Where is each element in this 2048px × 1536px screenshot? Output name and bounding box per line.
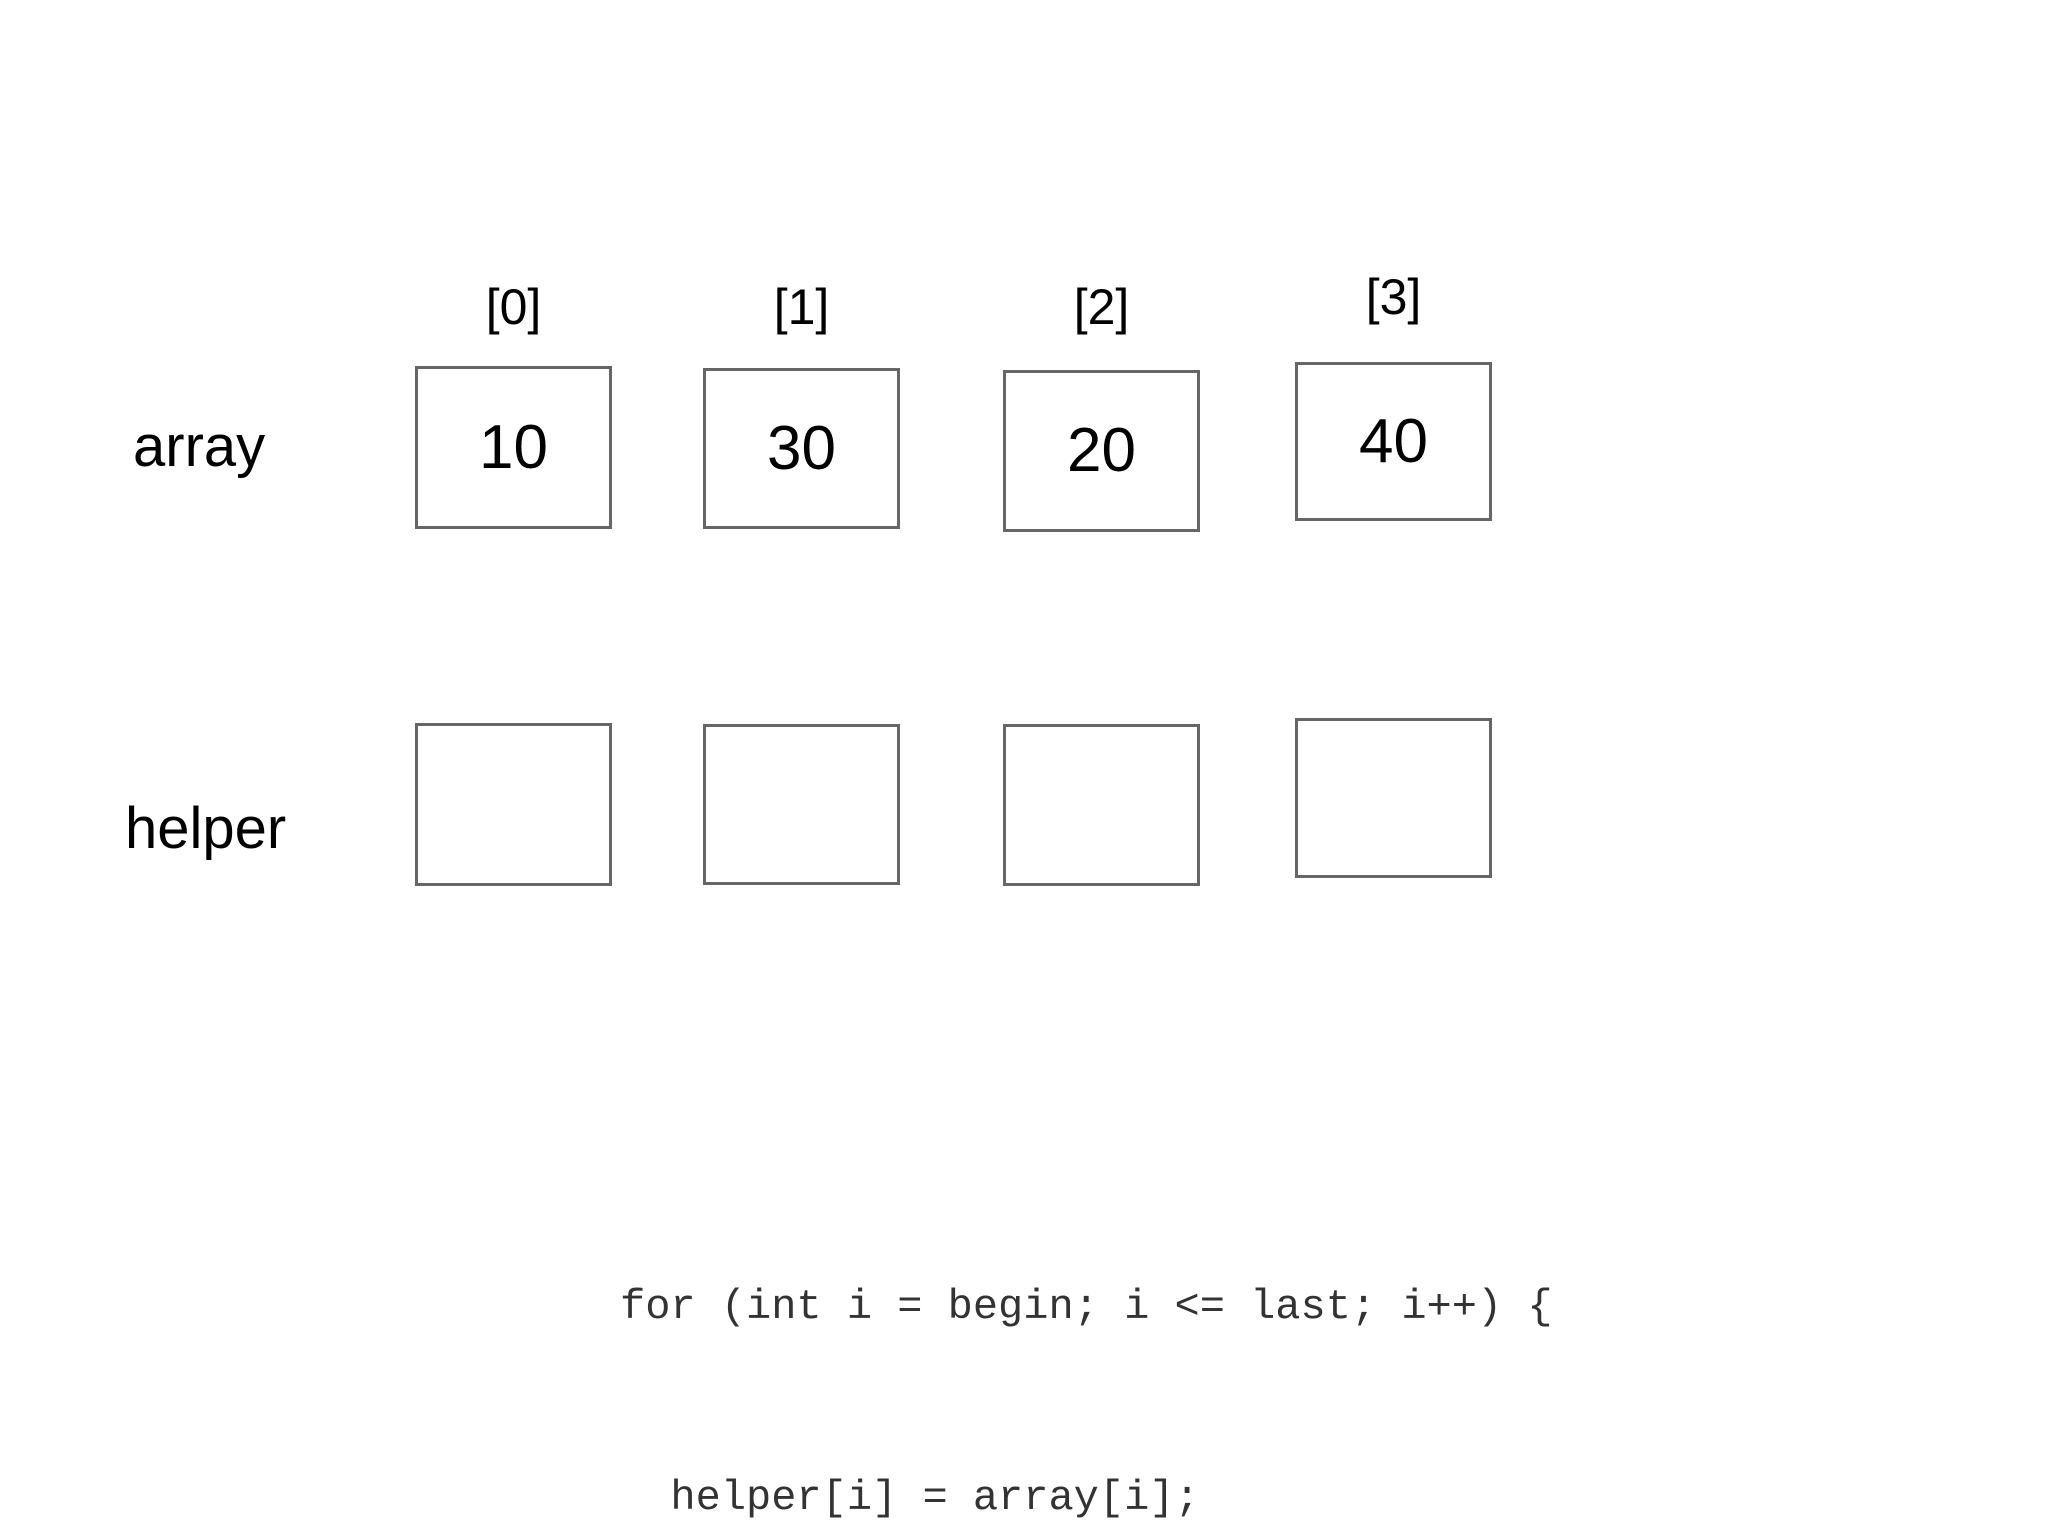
array-cell-3[interactable]: 40 bbox=[1295, 362, 1492, 521]
array-cell-1-value: 30 bbox=[767, 413, 836, 483]
index-label-2: [2] bbox=[1073, 279, 1130, 335]
helper-cell-3[interactable] bbox=[1295, 718, 1492, 878]
index-label-1: [1] bbox=[773, 279, 830, 335]
index-label-0: [0] bbox=[485, 279, 542, 335]
code-line-2: helper[i] = array[i]; bbox=[620, 1474, 1200, 1523]
code-line-1: for (int i = begin; i <= last; i++) { bbox=[620, 1282, 1553, 1331]
helper-cell-0[interactable] bbox=[415, 723, 612, 886]
array-cell-1[interactable]: 30 bbox=[703, 368, 900, 529]
array-cell-0-value: 10 bbox=[479, 412, 548, 482]
helper-cell-2[interactable] bbox=[1003, 724, 1200, 886]
row-label-helper: helper bbox=[125, 796, 287, 861]
array-cell-2-value: 20 bbox=[1067, 416, 1136, 485]
helper-cell-1[interactable] bbox=[703, 724, 900, 885]
row-label-array: array bbox=[133, 414, 266, 479]
array-cell-3-value: 40 bbox=[1359, 406, 1428, 476]
array-cell-0[interactable]: 10 bbox=[415, 366, 612, 529]
code-block: for (int i = begin; i <= last; i++) { he… bbox=[620, 1148, 1553, 1536]
index-label-3: [3] bbox=[1365, 269, 1422, 325]
array-cell-2[interactable]: 20 bbox=[1003, 370, 1200, 532]
